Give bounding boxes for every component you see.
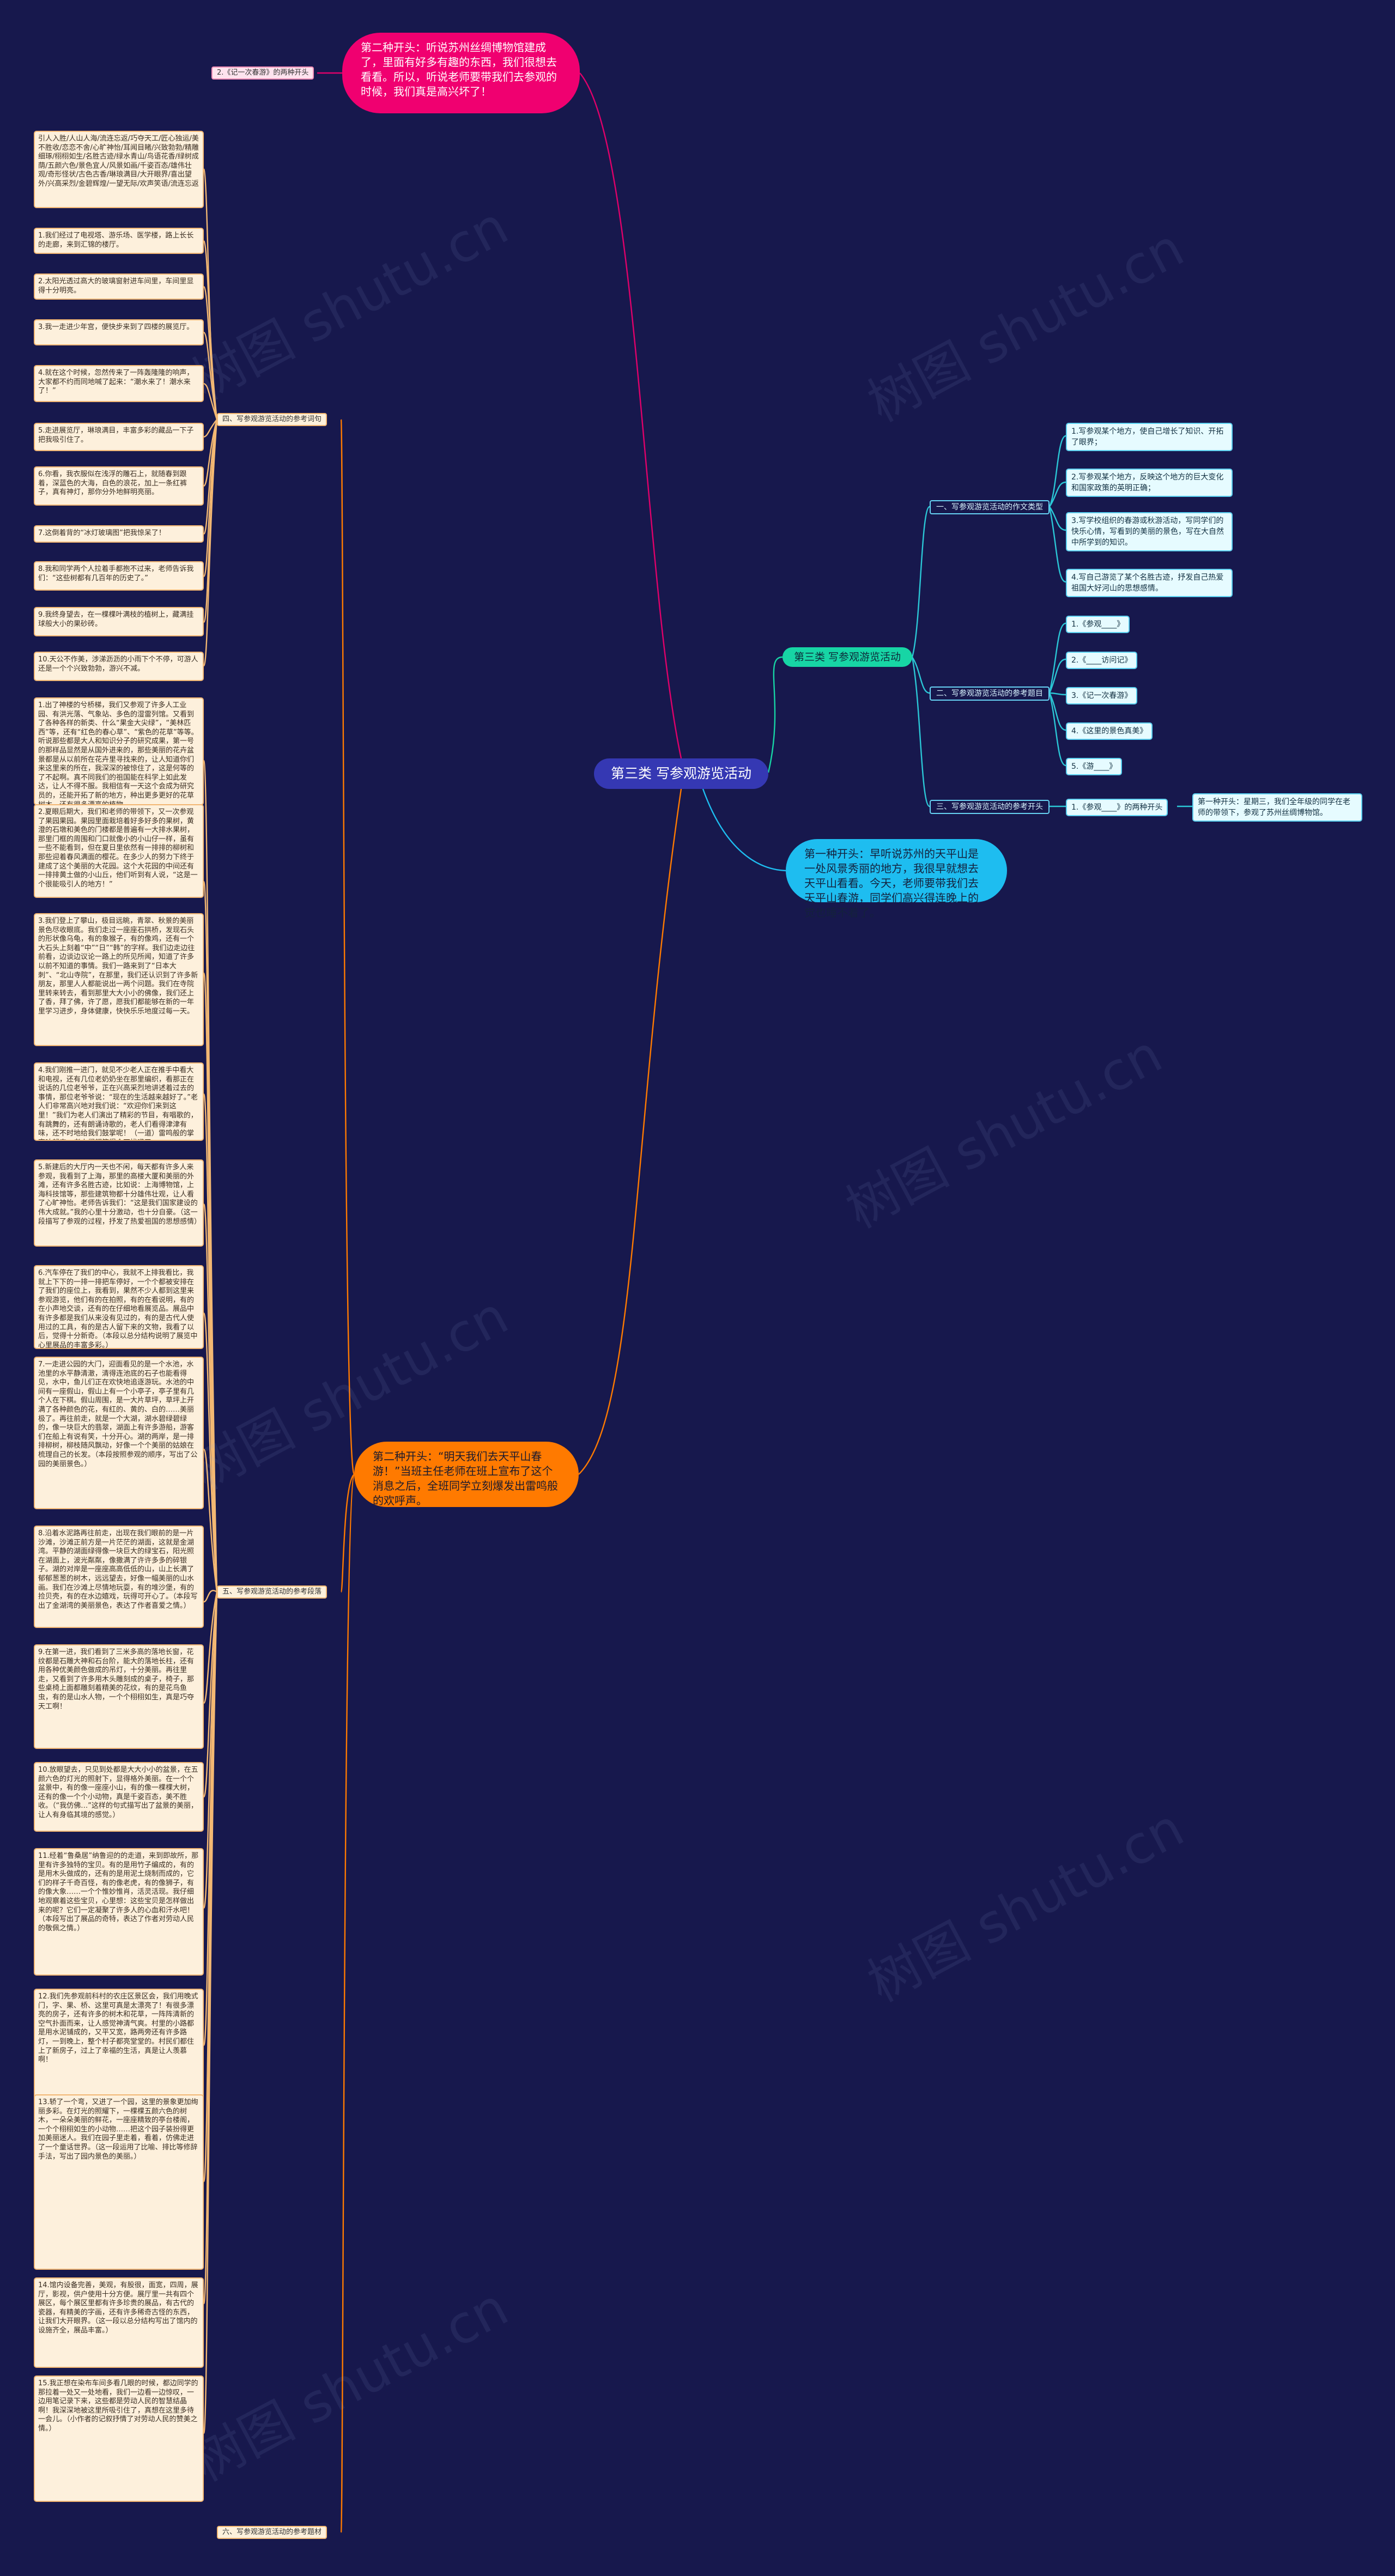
label-words[interactable]: 四、写参观游览活动的参考词句 [217, 413, 327, 426]
link-teal-cat3 [911, 657, 930, 807]
link-teal-cat1 [911, 506, 931, 658]
words-leaf[interactable]: 2.太阳光透过高大的玻璃窗射进车间里，车间里显得十分明亮。 [34, 274, 204, 300]
paragraph-leaf[interactable]: 15.我正想在染布车间多看几眼的时候，都边同学的那拉着一处又一处地看，我们一边看… [34, 2375, 204, 2502]
link-teal-cat2 [912, 657, 930, 694]
words-leaf[interactable]: 7.这倒着背的“冰灯玻璃图”把我惊呆了！ [34, 525, 204, 543]
type-item[interactable]: 2.写参观某个地方，反映这个地方的巨大变化和国家政策的英明正确； [1066, 469, 1233, 497]
type-item[interactable]: 4.写自己游览了某个名胜古迹，抒发自己热爱祖国大好河山的思想感情。 [1066, 569, 1233, 597]
opening-item[interactable]: 1.《参观____》的两种开头 [1066, 799, 1168, 816]
pink-opening-label[interactable]: 2.《记一次春游》的两种开头 [211, 66, 314, 80]
words-leaf[interactable]: 引人入胜/人山人海/流连忘返/巧夺天工/匠心独运/美不胜收/恋恋不舍/心旷神怡/… [34, 131, 204, 208]
paragraph-leaf[interactable]: 5.新建后的大厅内一天也不闲，每天都有许多人来参观，我看到了上海，那里的高楼大厦… [34, 1159, 204, 1247]
opening-detail[interactable]: 第一种开头：星期三，我们全年级的同学在老师的带领下，参观了苏州丝绸博物馆。 [1192, 793, 1362, 822]
category-titles[interactable]: 二、写参观游览活动的参考题目 [930, 686, 1050, 701]
paragraph-leaf[interactable]: 7.一走进公园的大门，迎面看见的是一个水池，水池里的水平静清澈，清得连池底的石子… [34, 1357, 204, 1509]
paragraph-leaf[interactable]: 8.沿着水泥路再往前走，出现在我们眼前的是一片沙滩，沙滩正前方是一片茫茫的湖面，… [34, 1526, 204, 1628]
label-paragraphs[interactable]: 五、写参观游览活动的参考段落 [217, 1585, 327, 1599]
paragraph-leaf[interactable]: 1.出了神楼的兮桥梯，我们又参观了许多人工业园、有洪光落、气象站、多色的湿雷列馆… [34, 697, 204, 805]
paragraph-leaf[interactable]: 11.经着“鲁桑居”纳鲁迎的的走道，来到即故所，那里有许多独特的宝贝。有的是用竹… [34, 1848, 204, 1976]
main-branch[interactable]: 第三类 写参观游览活动 [783, 647, 912, 667]
link-root-cyan [702, 788, 786, 872]
words-leaf[interactable]: 4.就在这个时候，忽然传来了一阵轰隆隆的响声，大家都不约而同地喊了起来：“潮水来… [34, 365, 204, 402]
paragraph-leaf[interactable]: 9.在第一进，我们看到了三米多高的落地长窗，花纹都是石雕大神和石台阶，能大的落地… [34, 1644, 204, 1749]
root-topic[interactable]: 第三类 写参观游览活动 [594, 758, 768, 789]
link-root-orange [578, 788, 682, 1475]
words-leaf[interactable]: 5.走进展览厅，琳琅满目，丰富多彩的藏品一下子把我吸引住了。 [34, 423, 204, 451]
title-item[interactable]: 2.《____访问记》 [1066, 652, 1138, 669]
paragraph-leaf[interactable]: 4.我们刚推一进门，就见不少老人正在推手中看大和电视，还有几位老奶奶坐在那里编织… [34, 1062, 204, 1141]
words-leaf[interactable]: 6.你看，我衣服似在浅浮的雕石上，就随春到跟着，深蓝色的大海，白色的浪花，加上一… [34, 466, 204, 506]
type-item[interactable]: 1.写参观某个地方，使自己增长了知识、开拓了眼界； [1066, 423, 1233, 451]
orange-opening-node[interactable]: 第二种开头：“明天我们去天平山春游！”当班主任老师在班上宣布了这个消息之后，全班… [354, 1442, 579, 1507]
title-item[interactable]: 4.《这里的景色真美》 [1066, 722, 1153, 740]
paragraph-leaf[interactable]: 2.夏眼后期大，我们和老师的带领下，又一次参观了果园果园。果园里面栽培着好多好多… [34, 804, 204, 898]
paragraph-leaf[interactable]: 13.轿了一个弯，又进了一个园，这里的景象更加绚丽多彩。在灯光的照耀下，一棵棵五… [34, 2094, 204, 2270]
paragraph-leaf[interactable]: 10.放眼望去，只见到处都是大大小小的盆景，在五颜六色的灯光的照射下，显得格外美… [34, 1762, 204, 1832]
words-leaf[interactable]: 9.我终身望去，在一棵棵叶满枝的植树上，藏满挂球般大小的果砂砖。 [34, 607, 204, 636]
paragraph-leaf[interactable]: 12.我们先参观前科村的农庄区景区会，我们用晚式门，字、果、桥、这里可真是太漂亮… [34, 1989, 204, 2102]
title-item[interactable]: 3.《记一次春游》 [1066, 687, 1138, 704]
words-leaf[interactable]: 3.我一走进少年宫，便快步来到了四楼的展览厅。 [34, 319, 204, 345]
paragraph-leaf[interactable]: 14.馆内设备完善，美观，有股很，面宽，四周，展厅，影视，供户使用十分方便。展厅… [34, 2277, 204, 2368]
link-root-pink [579, 72, 682, 759]
category-openings[interactable]: 三、写参观游览活动的参考开头 [930, 800, 1050, 814]
pink-opening-node[interactable]: 第二种开头：听说苏州丝绸博物馆建成了，里面有好多有趣的东西，我们很想去看看。所以… [342, 33, 580, 113]
link-root-teal [767, 656, 783, 773]
category-types[interactable]: 一、写参观游览活动的作文类型 [930, 500, 1050, 514]
paragraph-leaf[interactable]: 6.汽车停在了我们的中心，我就不上排我看比，我就上下下的一排一排把车停好，一个个… [34, 1265, 204, 1349]
title-item[interactable]: 5.《游____》 [1066, 758, 1123, 775]
words-leaf[interactable]: 8.我和同学两个人拉着手都抱不过来，老师告诉我们：“这些树都有几百年的历史了。” [34, 561, 204, 591]
title-item[interactable]: 1.《参观____》 [1066, 616, 1130, 633]
words-leaf[interactable]: 1.我们经过了电视塔、游乐场、医学楼，路上长长的走廊，来到汇锦的楼厅。 [34, 228, 204, 254]
link-orange-left [340, 419, 355, 1475]
words-leaf[interactable]: 10.天公不作美，涉涕沥沥的小雨下个不停，可游人还是一个个兴致勃勃，游兴不减。 [34, 652, 204, 681]
type-item[interactable]: 3.写学校组织的春游或秋游活动，写同学们的快乐心情，写看到的美丽的景色，写在大自… [1066, 512, 1233, 551]
paragraph-leaf[interactable]: 3.我们登上了攀山，极目远眺，青翠、秋景的美丽景色尽收眼底。我们走过一座座石拱桥… [34, 913, 204, 1046]
label-materials[interactable]: 六、写参观游览活动的参考题材 [217, 2526, 327, 2539]
cyan-opening-node[interactable]: 第一种开头：早听说苏州的天平山是一处风景秀丽的地方，我很早就想去天平山看看。今天… [786, 839, 1007, 919]
